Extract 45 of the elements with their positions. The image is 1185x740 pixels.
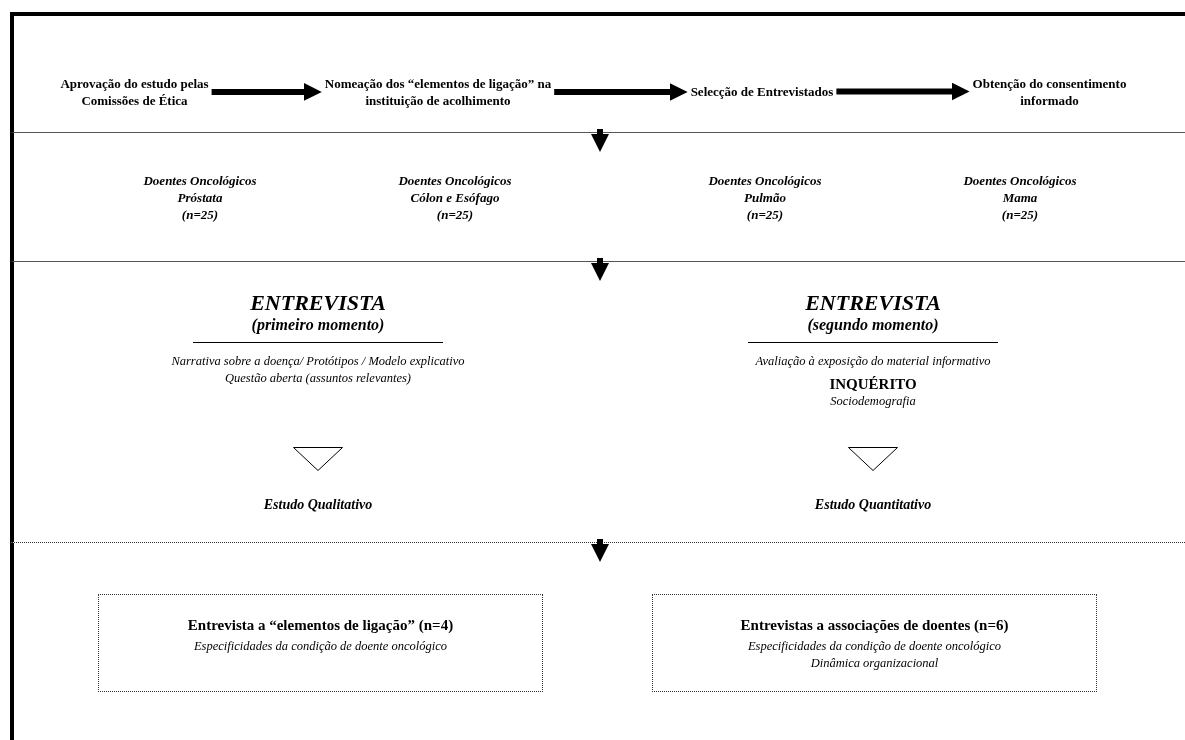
arrow — [554, 82, 688, 101]
group-label: (n=25) — [435, 206, 475, 224]
subheading: (primeiro momento) — [251, 315, 385, 335]
group-label: (n=25) — [745, 206, 785, 224]
box-title: Entrevistas a associações de doentes (n=6) — [740, 617, 1009, 634]
arrow — [591, 539, 609, 562]
group-label: Doentes Oncológicos — [707, 173, 823, 190]
step-label: Obtenção do consentimento informado — [920, 76, 1142, 110]
result-label: Estudo Quantitativo — [773, 497, 973, 513]
arrow — [591, 129, 609, 152]
result-label: Estudo Qualitativo — [218, 497, 418, 513]
box-note: Dinâmica organizacional — [810, 654, 939, 672]
step-label: Nomeação dos “elementos de ligação” na instituição de acolhimento — [288, 76, 610, 110]
arrow — [211, 82, 322, 101]
description: Narrativa sobre a doença/ Protótipos / Modelo explicativo — [171, 353, 465, 371]
dotted-box — [98, 594, 543, 692]
heading: ENTREVISTA — [250, 290, 386, 316]
group-label: (n=25) — [1000, 206, 1040, 224]
group-label: Próstata — [176, 189, 224, 207]
group-label: Pulmão — [743, 189, 787, 207]
group-label: Cólon e Esófago — [409, 189, 501, 207]
band-panel — [10, 12, 1185, 133]
description: Avaliação à exposição do material informativo — [755, 353, 991, 371]
group-label: Doentes Oncológicos — [142, 173, 258, 190]
box-title: Entrevista a “elementos de ligação” (n=4) — [187, 617, 454, 634]
group-label: (n=25) — [180, 206, 220, 224]
description: Sociodemografia — [830, 393, 916, 411]
subheading: (segundo momento) — [807, 315, 939, 335]
heading: ENTREVISTA — [805, 290, 941, 316]
box-note: Especificidades da condição de doente oncológico — [747, 638, 1002, 655]
group-label: Doentes Oncológicos — [962, 173, 1078, 190]
arrow — [591, 258, 609, 281]
description: Questão aberta (assuntos relevantes) — [225, 370, 411, 388]
dotted-box — [652, 594, 1097, 692]
box-note: Especificidades da condição de doente oncológico — [193, 638, 448, 655]
down-triangle — [293, 447, 343, 471]
down-triangle — [848, 447, 898, 471]
step-label: Selecção de Entrevistados — [648, 84, 885, 101]
group-label: Doentes Oncológicos — [397, 173, 513, 190]
arrow — [836, 82, 970, 101]
band-panel — [10, 262, 1185, 543]
step-label: Aprovação do estudo pelas Comissões de Ética — [30, 76, 250, 110]
band-panel — [10, 133, 1185, 262]
group-label: Mama — [1001, 189, 1039, 207]
heading: INQUÉRITO — [829, 376, 917, 394]
